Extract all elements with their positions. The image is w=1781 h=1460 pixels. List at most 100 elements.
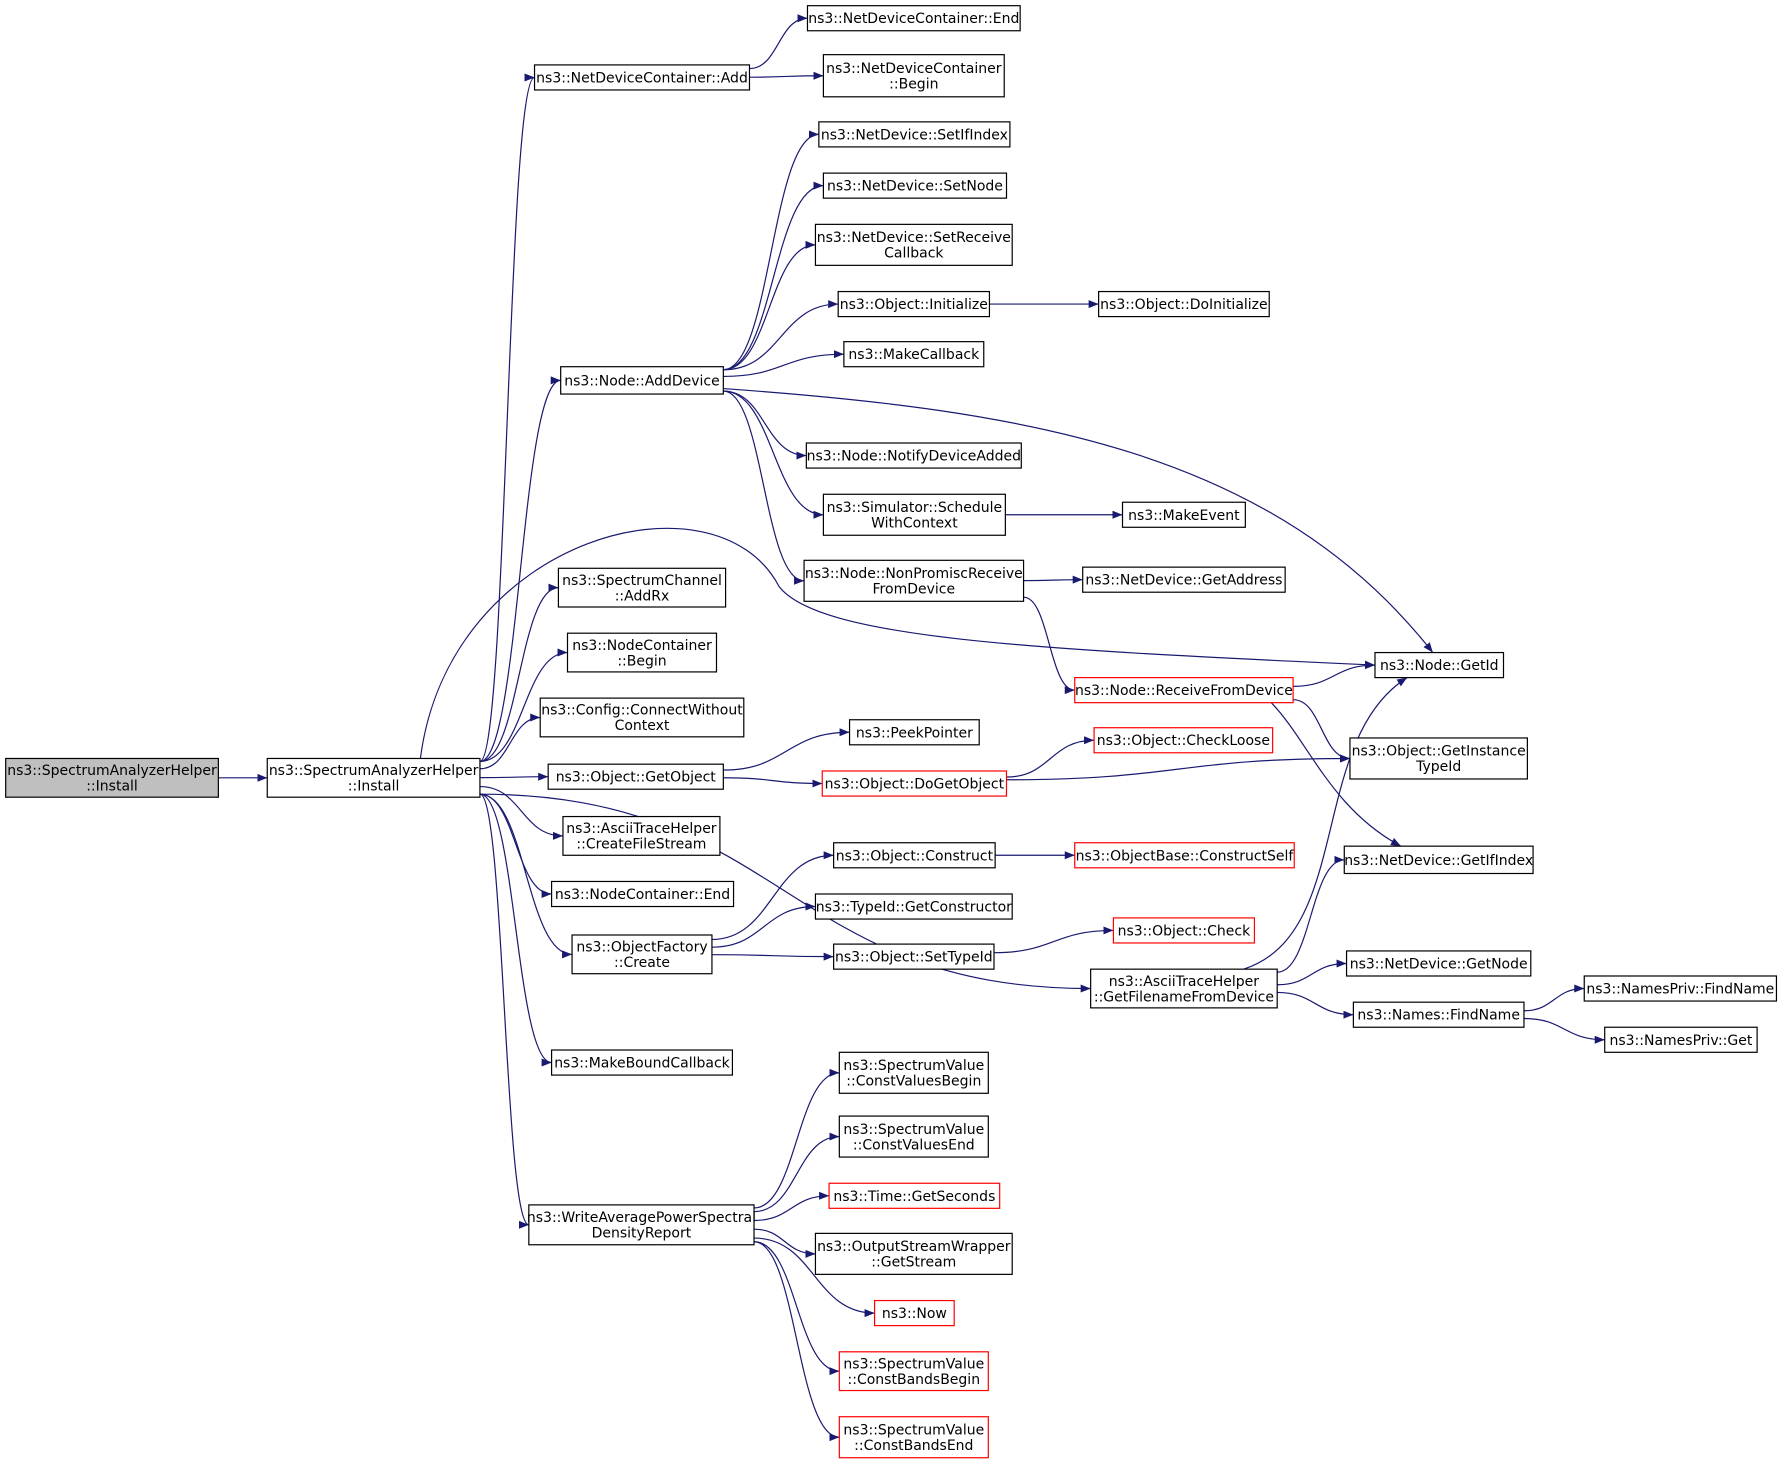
call-edge-install-to-mbc bbox=[479, 793, 552, 1067]
call-edge-obj_dogetobject-to-obj_getinstancetypeid bbox=[1006, 754, 1350, 781]
node-label-line: ns3::MakeBoundCallback bbox=[554, 1056, 730, 1072]
call-edge-ath_gffd-to-nd_getnode bbox=[1277, 959, 1347, 986]
call-edge-names_findname-to-namespriv_get bbox=[1523, 1017, 1605, 1044]
node-label-line: ns3::Object::Initialize bbox=[840, 297, 988, 313]
call-edge-ndc_add-to-ndc_end bbox=[749, 14, 808, 70]
node-nd-getifindex[interactable]: ns3::NetDevice::GetIfIndex bbox=[1343, 845, 1534, 875]
call-edge-wapsd-to-now bbox=[754, 1237, 875, 1318]
call-edge-node_npr-to-node_rfd bbox=[1023, 596, 1075, 695]
node-box bbox=[1583, 975, 1778, 1002]
node-box bbox=[571, 934, 713, 975]
node-names-findname[interactable]: ns3::Names::FindName bbox=[1352, 1001, 1525, 1028]
node-label-line: ns3::NodeContainer bbox=[572, 638, 712, 654]
node-now[interactable]: ns3::Now bbox=[873, 1299, 955, 1327]
node-box bbox=[1098, 290, 1270, 318]
node-label-line: ns3::NamesPriv::Get bbox=[1609, 1033, 1752, 1049]
node-nd-getnode[interactable]: ns3::NetDevice::GetNode bbox=[1345, 950, 1532, 977]
node-obj-checkloose[interactable]: ns3::Object::CheckLoose bbox=[1093, 727, 1274, 754]
node-nd-getaddress[interactable]: ns3::NetDevice::GetAddress bbox=[1082, 566, 1286, 593]
node-of-create[interactable]: ns3::ObjectFactory::Create bbox=[571, 934, 713, 975]
node-sv-cvb[interactable]: ns3::SpectrumValue::ConstValuesBegin bbox=[838, 1051, 989, 1094]
node-ndc-begin[interactable]: ns3::NetDeviceContainer::Begin bbox=[822, 54, 1005, 98]
call-edge-node_adddevice-to-sim_swc bbox=[723, 390, 824, 519]
call-edge-obj_settypeid-to-obj_check bbox=[993, 926, 1114, 954]
node-box bbox=[547, 763, 724, 790]
node-install[interactable]: ns3::SpectrumAnalyzerHelper::Install bbox=[266, 757, 481, 798]
call-edge-install-to-nc_begin bbox=[479, 648, 568, 763]
node-node-getid[interactable]: ns3::Node::GetId bbox=[1374, 651, 1505, 679]
call-edge-node_npr-to-nd_getaddress bbox=[1023, 575, 1083, 584]
node-namespriv-get[interactable]: ns3::NamesPriv::Get bbox=[1604, 1026, 1758, 1053]
node-label-line: ::CreateFileStream bbox=[576, 837, 706, 853]
node-label-line: ns3::Object::Construct bbox=[836, 848, 994, 864]
node-time-getseconds[interactable]: ns3::Time::GetSeconds bbox=[828, 1182, 1001, 1209]
node-ndc-end[interactable]: ns3::NetDeviceContainer::End bbox=[806, 5, 1021, 32]
node-box bbox=[822, 172, 1008, 199]
node-wapsd[interactable]: ns3::WriteAveragePowerSpectralDensityRep… bbox=[527, 1204, 756, 1246]
node-box bbox=[533, 64, 751, 91]
node-osw-getstream[interactable]: ns3::OutputStreamWrapper::GetStream bbox=[814, 1232, 1013, 1275]
call-edge-node_adddevice-to-node_getid bbox=[723, 387, 1434, 653]
node-label-line: ::GetFilenameFromDevice bbox=[1094, 989, 1274, 1005]
node-makecallback[interactable]: ns3::MakeCallback bbox=[843, 341, 985, 368]
node-label-line: ns3::NetDeviceContainer bbox=[826, 61, 1002, 77]
node-nd-setnode[interactable]: ns3::NetDevice::SetNode bbox=[822, 172, 1008, 199]
node-label-line: ns3::Object::GetObject bbox=[556, 770, 717, 786]
node-label-line: ns3::Object::SetTypeId bbox=[835, 950, 993, 966]
node-obj-settypeid[interactable]: ns3::Object::SetTypeId bbox=[833, 943, 995, 970]
node-box bbox=[838, 1051, 989, 1094]
node-obj-initialize[interactable]: ns3::Object::Initialize bbox=[837, 290, 991, 318]
node-ndc-add[interactable]: ns3::NetDeviceContainer::Add bbox=[533, 64, 751, 91]
node-obj-doinit[interactable]: ns3::Object::DoInitialize bbox=[1098, 290, 1270, 318]
node-label-line: ns3::Node::AddDevice bbox=[564, 373, 719, 389]
call-edge-install-to-node_adddevice bbox=[479, 376, 561, 763]
node-tid-getconstructor[interactable]: ns3::TypeId::GetConstructor bbox=[814, 893, 1013, 920]
node-sv-cbe[interactable]: ns3::SpectrumValue::ConstBandsEnd bbox=[838, 1416, 989, 1459]
node-nc-end[interactable]: ns3::NodeContainer::End bbox=[550, 880, 735, 908]
node-ath-gffd[interactable]: ns3::AsciiTraceHelper::GetFilenameFromDe… bbox=[1090, 968, 1278, 1009]
node-node-rfd[interactable]: ns3::Node::ReceiveFromDevice bbox=[1074, 677, 1294, 704]
node-obj-check[interactable]: ns3::Object::Check bbox=[1112, 917, 1256, 944]
node-label-line: ns3::WriteAveragePowerSpectral bbox=[527, 1210, 756, 1226]
node-sv-cbb[interactable]: ns3::SpectrumValue::ConstBandsBegin bbox=[838, 1351, 989, 1392]
call-edge-of_create-to-tid_getconstructor bbox=[711, 902, 816, 948]
node-box bbox=[1352, 1001, 1525, 1028]
node-nd-setifindex[interactable]: ns3::NetDevice::SetIfIndex bbox=[818, 121, 1011, 148]
call-edge-install-to-node_getid bbox=[419, 527, 1376, 759]
node-box bbox=[1074, 677, 1294, 704]
node-box bbox=[814, 223, 1013, 266]
node-nc-begin[interactable]: ns3::NodeContainer::Begin bbox=[566, 632, 718, 673]
node-box bbox=[833, 943, 995, 970]
node-namespriv-findname[interactable]: ns3::NamesPriv::FindName bbox=[1583, 975, 1778, 1002]
node-node-notify[interactable]: ns3::Node::NotifyDeviceAdded bbox=[805, 442, 1022, 469]
node-box bbox=[1345, 950, 1532, 977]
node-peekpointer[interactable]: ns3::PeekPointer bbox=[848, 719, 980, 746]
node-obj-construct[interactable]: ns3::Object::Construct bbox=[833, 842, 996, 869]
call-edge-install-to-nc_end bbox=[479, 793, 552, 898]
edges-layer bbox=[218, 14, 1605, 1442]
node-sv-cve[interactable]: ns3::SpectrumValue::ConstValuesEnd bbox=[838, 1115, 989, 1158]
node-label-line: ns3::SpectrumValue bbox=[843, 1122, 984, 1138]
node-label-line: ns3::Time::GetSeconds bbox=[833, 1189, 995, 1205]
node-obj-dogetobject[interactable]: ns3::Object::DoGetObject bbox=[821, 770, 1008, 797]
node-ath-cfs[interactable]: ns3::AsciiTraceHelper::CreateFileStream bbox=[562, 815, 721, 856]
node-box bbox=[1112, 917, 1256, 944]
call-edge-install-to-of_create bbox=[479, 793, 573, 959]
node-sc-addrx[interactable]: ns3::SpectrumChannel::AddRx bbox=[557, 567, 727, 608]
node-obj-getobject[interactable]: ns3::Object::GetObject bbox=[547, 763, 724, 790]
node-box bbox=[562, 815, 721, 856]
node-makeevent[interactable]: ns3::MakeEvent bbox=[1121, 501, 1246, 528]
node-label-line: ns3::MakeCallback bbox=[848, 347, 980, 363]
node-label-line: ns3::Object::DoGetObject bbox=[825, 777, 1005, 793]
node-label-line: ::Begin bbox=[617, 653, 666, 669]
node-ob-constructself[interactable]: ns3::ObjectBase::ConstructSelf bbox=[1074, 842, 1295, 869]
node-mbc[interactable]: ns3::MakeBoundCallback bbox=[550, 1049, 734, 1076]
node-label-line: ::ConstBandsEnd bbox=[854, 1438, 973, 1454]
node-node-adddevice[interactable]: ns3::Node::AddDevice bbox=[560, 366, 724, 395]
